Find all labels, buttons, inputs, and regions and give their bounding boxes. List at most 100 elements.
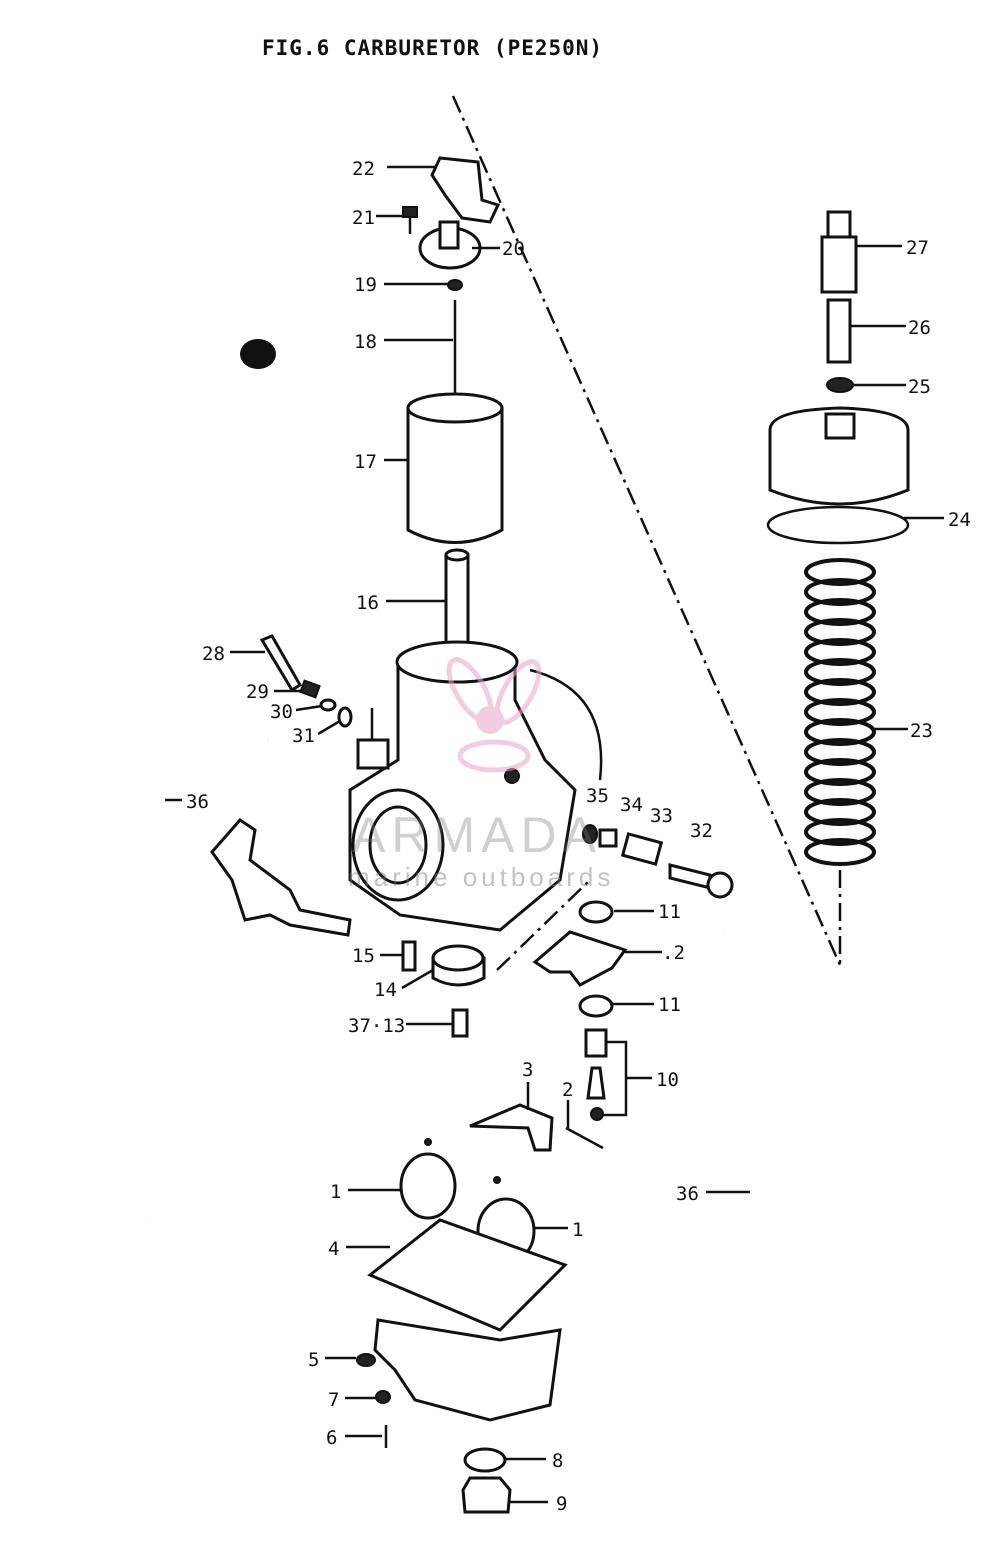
callout-27: 27 [906, 237, 929, 259]
spring-coil [804, 738, 876, 766]
spring-coil [804, 618, 876, 646]
part-10-needle-valve [584, 1028, 608, 1121]
part-2-pin [565, 1126, 604, 1150]
part-32-pilot-screw [668, 863, 734, 899]
callout-30: 30 [270, 701, 293, 723]
watermark-propeller-logo [446, 657, 542, 773]
part-23-spring [804, 558, 876, 866]
callout-12: .2 [662, 942, 685, 964]
callout-26: 26 [908, 317, 931, 339]
callout-23: 23 [910, 720, 933, 742]
spring-coil [804, 758, 876, 786]
callout-31: 31 [292, 725, 315, 747]
callout-11-upper: 11 [658, 901, 681, 923]
carburetor-body [348, 640, 603, 932]
part-28-air-screw [259, 634, 303, 693]
callout-8: 8 [552, 1450, 563, 1472]
spring-coil [804, 798, 876, 826]
callout-1-right: 1 [572, 1219, 583, 1241]
part-14-cup [431, 944, 486, 987]
callout-37-13: 37·13 [348, 1015, 405, 1037]
part-36-hose-left-inner [134, 725, 270, 1221]
callout-1-left: 1 [330, 1181, 341, 1203]
callout-24: 24 [948, 509, 971, 531]
part-25-locknut [826, 377, 854, 393]
callout-22: 22 [352, 158, 375, 180]
callout-5: 5 [308, 1349, 319, 1371]
callout-9: 9 [556, 1493, 567, 1515]
part-29-spring [299, 679, 321, 699]
part-7-screw [375, 1390, 391, 1404]
callout-19: 19 [354, 274, 377, 296]
assembly-guide-line [451, 95, 842, 966]
watermark-tagline: marine outboards [348, 862, 615, 892]
spring-coil [804, 578, 876, 606]
callout-21: 21 [352, 207, 375, 229]
spring-coil [804, 778, 876, 806]
callout-20: 20 [502, 238, 525, 260]
spring-coil [804, 658, 876, 686]
float-bowl [373, 1318, 562, 1422]
callout-29: 29 [246, 681, 269, 703]
part-9-drain-plug [461, 1476, 512, 1514]
spring-coil [804, 838, 876, 866]
part-37-13-main-jet [451, 1008, 469, 1038]
part-34-spring [598, 828, 618, 848]
part-3-float-arm [469, 1103, 554, 1152]
callout-35: 35 [586, 785, 609, 807]
part-24-mixing-chamber-cap [766, 406, 910, 545]
part-27-cable-adjuster [820, 210, 858, 294]
part-15-pilot-jet [401, 940, 417, 972]
callout-4: 4 [328, 1238, 339, 1260]
part-4-gasket [367, 1218, 568, 1332]
part-21-screw [402, 206, 418, 234]
callout-36-left: 36 [186, 791, 209, 813]
lever-assembly [210, 818, 352, 937]
spring-coil [804, 558, 876, 586]
callout-15: 15 [352, 945, 375, 967]
part-12-plate [532, 930, 628, 987]
callout-10: 10 [656, 1069, 679, 1091]
callout-36-right: 36 [676, 1183, 699, 1205]
part-30-washer [319, 698, 337, 712]
part-19-clip [447, 279, 463, 291]
callout-2: 2 [562, 1079, 573, 1101]
callout-17: 17 [354, 451, 377, 473]
part-17-throttle-valve [406, 392, 504, 544]
spring-coil [804, 678, 876, 706]
callout-11-lower: 11 [658, 994, 681, 1016]
part-5-screw [356, 1353, 376, 1367]
part-33-spring [620, 832, 664, 866]
part-35-o-ring [582, 824, 598, 844]
part-11-washer-lower [578, 994, 614, 1018]
callout-18: 18 [354, 331, 377, 353]
callout-16: 16 [356, 592, 379, 614]
spring-coil [804, 818, 876, 846]
callout-28: 28 [202, 643, 225, 665]
part-1-float-left [399, 1138, 457, 1220]
callout-7: 7 [328, 1389, 339, 1411]
part-26-adjuster [826, 298, 852, 364]
part-22-bracket [430, 156, 501, 224]
part-20-plate [418, 220, 482, 270]
spring-coil [804, 598, 876, 626]
part-11-washer-upper [578, 900, 614, 924]
part-36-hose-right-inner [723, 930, 797, 1441]
callout-leader-lines [165, 165, 944, 1504]
part-36-hose-right [724, 933, 793, 1441]
watermark-brand: ARMADA [352, 807, 602, 863]
callout-3: 3 [522, 1059, 533, 1081]
spring-coil [804, 698, 876, 726]
diagram-title: FIG.6 CARBURETOR (PE250N) [262, 36, 604, 60]
callout-33: 33 [650, 805, 673, 827]
callout-6: 6 [326, 1427, 337, 1449]
spring-coil [804, 718, 876, 746]
callout-34: 34 [620, 794, 643, 816]
callout-32: 32 [690, 820, 713, 842]
assembly-guide-line-3 [496, 879, 591, 971]
part-8-o-ring [463, 1447, 507, 1473]
part-31-o-ring [337, 706, 353, 728]
spring-coil [804, 638, 876, 666]
